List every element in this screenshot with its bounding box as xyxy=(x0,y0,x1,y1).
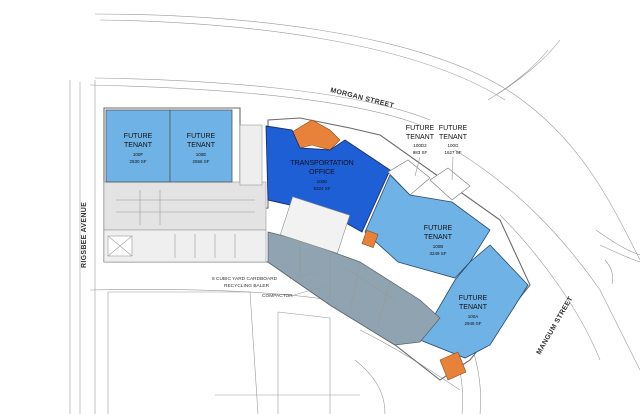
unit-100B-area: 3249 SF xyxy=(429,251,446,256)
compactor-label: COMPACTOR xyxy=(262,293,293,299)
unit-100G-area: 1627 SF xyxy=(444,150,461,155)
lower-parking-lots xyxy=(107,291,386,414)
unit-100A-name1: FUTURE xyxy=(459,295,488,302)
unit-100E: FUTURE TENANT 100E 2656 SF xyxy=(169,109,233,183)
unit-100G-name1: FUTURE xyxy=(439,125,468,132)
unit-100D-number: 100D xyxy=(317,179,329,184)
unit-100D2-name1: FUTURE xyxy=(406,125,435,132)
unit-100G-name2: TENANT xyxy=(439,134,468,141)
unit-100F-name2: TENANT xyxy=(124,142,153,149)
stair-core-north xyxy=(291,119,341,151)
unit-100A-name2: TENANT xyxy=(459,304,488,311)
stair-core-south xyxy=(439,351,467,381)
unit-100D-name2: OFFICE xyxy=(309,169,335,176)
stair-core-middle xyxy=(361,229,379,249)
unit-100B-name1: FUTURE xyxy=(424,225,453,232)
unit-100F-name1: FUTURE xyxy=(124,133,153,140)
interior-plaza xyxy=(103,124,267,263)
unit-100D2-name2: TENANT xyxy=(406,134,435,141)
unit-100E-area: 2656 SF xyxy=(192,159,209,164)
unit-100D-name1: TRANSPORTATION xyxy=(290,160,353,167)
baler-label-line2: RECYCLING BALER xyxy=(224,283,270,289)
baler-label-line1: 8 CUBIC YARD CARDBOARD xyxy=(212,276,278,282)
baler-callout: 8 CUBIC YARD CARDBOARD RECYCLING BALER xyxy=(212,271,319,289)
unit-100G: FUTURE TENANT 100G 1627 SF xyxy=(429,125,471,201)
unit-100A: FUTURE TENANT 100A 2945 SF xyxy=(419,244,529,359)
core-fill-middle xyxy=(361,229,379,249)
unit-100E-fill xyxy=(169,109,233,183)
unit-100F-fill xyxy=(105,109,171,183)
unit-100F-area: 2530 SF xyxy=(129,159,146,164)
street-label-morgan: MORGAN STREET xyxy=(330,87,396,110)
unit-100F: FUTURE TENANT 100F 2530 SF xyxy=(105,109,171,183)
street-label-mangum: MANGUM STREET xyxy=(536,295,575,356)
unit-100A-fill xyxy=(419,244,529,359)
unit-100B: FUTURE TENANT 100B 3249 SF xyxy=(364,174,491,279)
unit-100D2-area: 983 SF xyxy=(413,150,428,155)
unit-100D-area: 5324 SF xyxy=(313,186,330,191)
street-label-rigsbee: RIGSBEE AVENUE xyxy=(81,202,88,268)
compactor-callout: COMPACTOR xyxy=(262,285,327,299)
unit-100G-number: 100G xyxy=(447,143,459,148)
unit-100B-number: 100B xyxy=(433,244,444,249)
service-area xyxy=(267,196,441,346)
unit-100E-name1: FUTURE xyxy=(187,133,216,140)
unit-100E-number: 100E xyxy=(196,152,207,157)
unit-100E-name2: TENANT xyxy=(187,142,216,149)
unit-100F-number: 100F xyxy=(133,152,144,157)
core-fill-north xyxy=(291,119,341,151)
unit-100B-name2: TENANT xyxy=(424,234,453,241)
unit-100A-number: 100A xyxy=(468,314,479,319)
unit-100A-area: 2945 SF xyxy=(464,321,481,326)
unit-100D2-number: 100D2 xyxy=(413,143,427,148)
unit-100G-fill xyxy=(429,167,471,201)
core-fill-south xyxy=(439,351,467,381)
